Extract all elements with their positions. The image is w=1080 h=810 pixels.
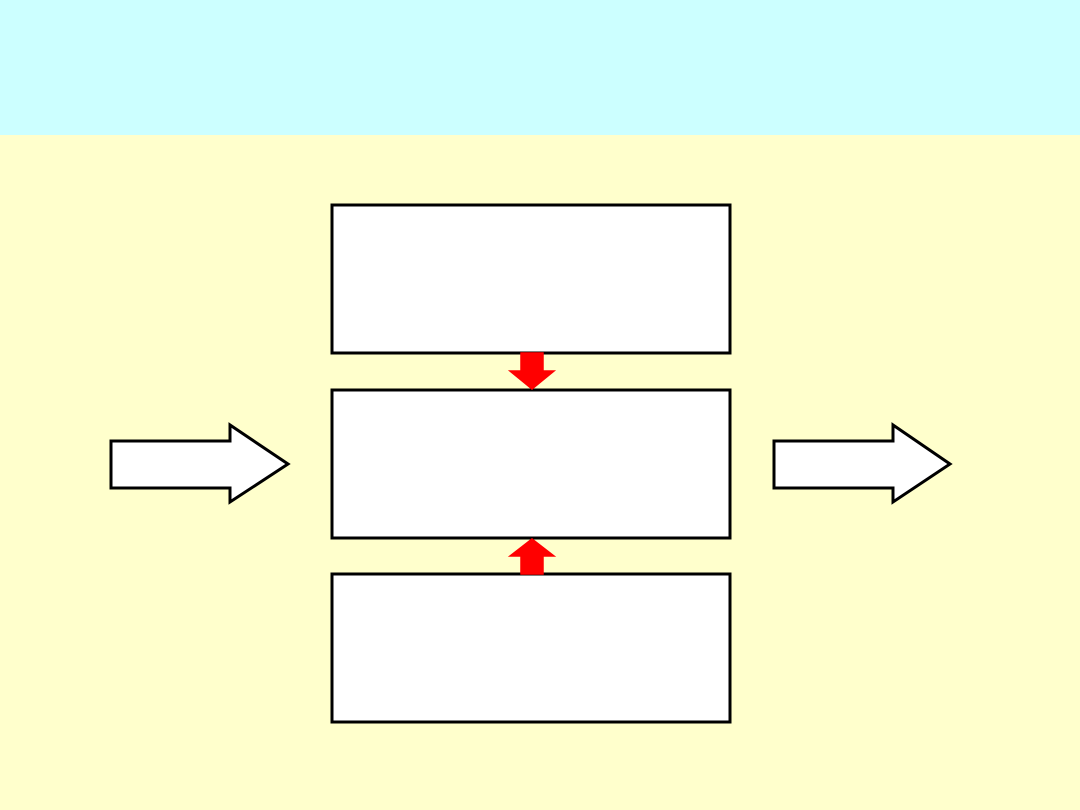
middle-box — [330, 388, 732, 540]
middle-box-frame — [330, 388, 732, 540]
bottom-box-frame — [330, 572, 732, 724]
output-arrow-icon — [772, 422, 953, 505]
bottom-box — [330, 572, 732, 724]
top-box — [330, 203, 732, 355]
up-arrow-icon — [507, 538, 557, 575]
down-arrow-icon — [507, 352, 557, 390]
input-arrow-icon — [109, 422, 291, 505]
top-box-frame — [330, 203, 732, 355]
title-band — [0, 0, 1080, 135]
